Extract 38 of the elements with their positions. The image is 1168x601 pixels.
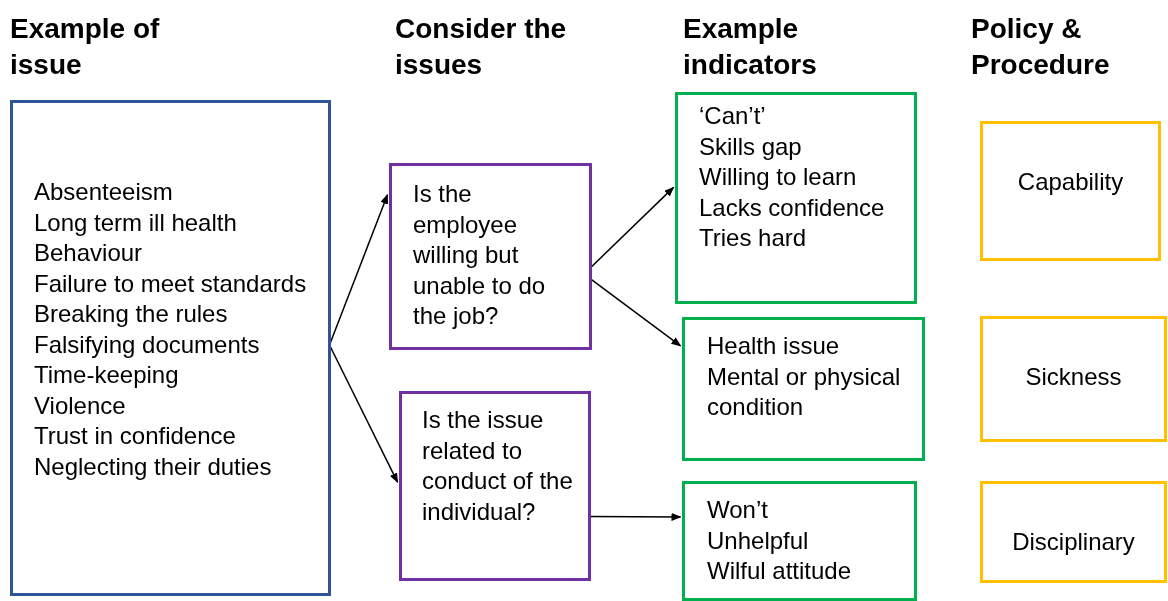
issue-item: Failure to meet standards bbox=[34, 268, 308, 299]
indicator-box bbox=[682, 317, 925, 461]
issue-list-box bbox=[10, 100, 331, 596]
policy-box bbox=[980, 316, 1167, 442]
policy-box bbox=[980, 121, 1161, 261]
policy-name: Sickness bbox=[1024, 362, 1123, 392]
policy-box bbox=[980, 481, 1167, 583]
indicator-text: Tries hard bbox=[699, 223, 808, 253]
issue-item: Behaviour bbox=[34, 238, 144, 268]
question-box bbox=[389, 163, 592, 350]
issue-item: Neglecting their duties bbox=[34, 451, 273, 482]
issue-item: Trust in confidence bbox=[34, 421, 237, 451]
policy-name: Capability bbox=[1016, 167, 1125, 197]
indicator-box bbox=[675, 92, 917, 304]
issue-item: Falsifying documents bbox=[34, 329, 261, 360]
indicator-text: Unhelpful bbox=[707, 525, 810, 556]
column-heading: Example indicators bbox=[683, 12, 818, 82]
column-heading: Example of issue bbox=[10, 12, 161, 82]
indicator-text: Skills gap bbox=[699, 131, 803, 162]
issue-item: Time-keeping bbox=[34, 360, 180, 390]
issue-item: Breaking the rules bbox=[34, 299, 229, 329]
indicator-text: Health issue bbox=[707, 331, 841, 361]
policy-name: Disciplinary bbox=[1011, 527, 1136, 557]
indicator-text: Willing to learn bbox=[699, 162, 858, 192]
indicator-text: Lacks confidence bbox=[699, 192, 886, 223]
indicator-text: Mental or physical condition bbox=[707, 361, 902, 422]
column-heading: Policy & Procedure bbox=[971, 12, 1111, 82]
indicator-text: ‘Can’t’ bbox=[699, 101, 767, 131]
issue-item: Violence bbox=[34, 390, 127, 421]
question-text: Is the issue related to conduct of the individual? bbox=[422, 405, 574, 527]
indicator-text: Won’t bbox=[707, 495, 769, 525]
column-heading: Consider the issues bbox=[395, 12, 568, 82]
question-box bbox=[399, 391, 591, 581]
indicator-text: Wilful attitude bbox=[707, 556, 853, 586]
issue-item: Absenteeism bbox=[34, 177, 174, 207]
issue-item: Long term ill health bbox=[34, 207, 238, 238]
indicator-box bbox=[682, 481, 917, 601]
question-text: Is the employee willing but unable to do the job? bbox=[413, 179, 547, 331]
